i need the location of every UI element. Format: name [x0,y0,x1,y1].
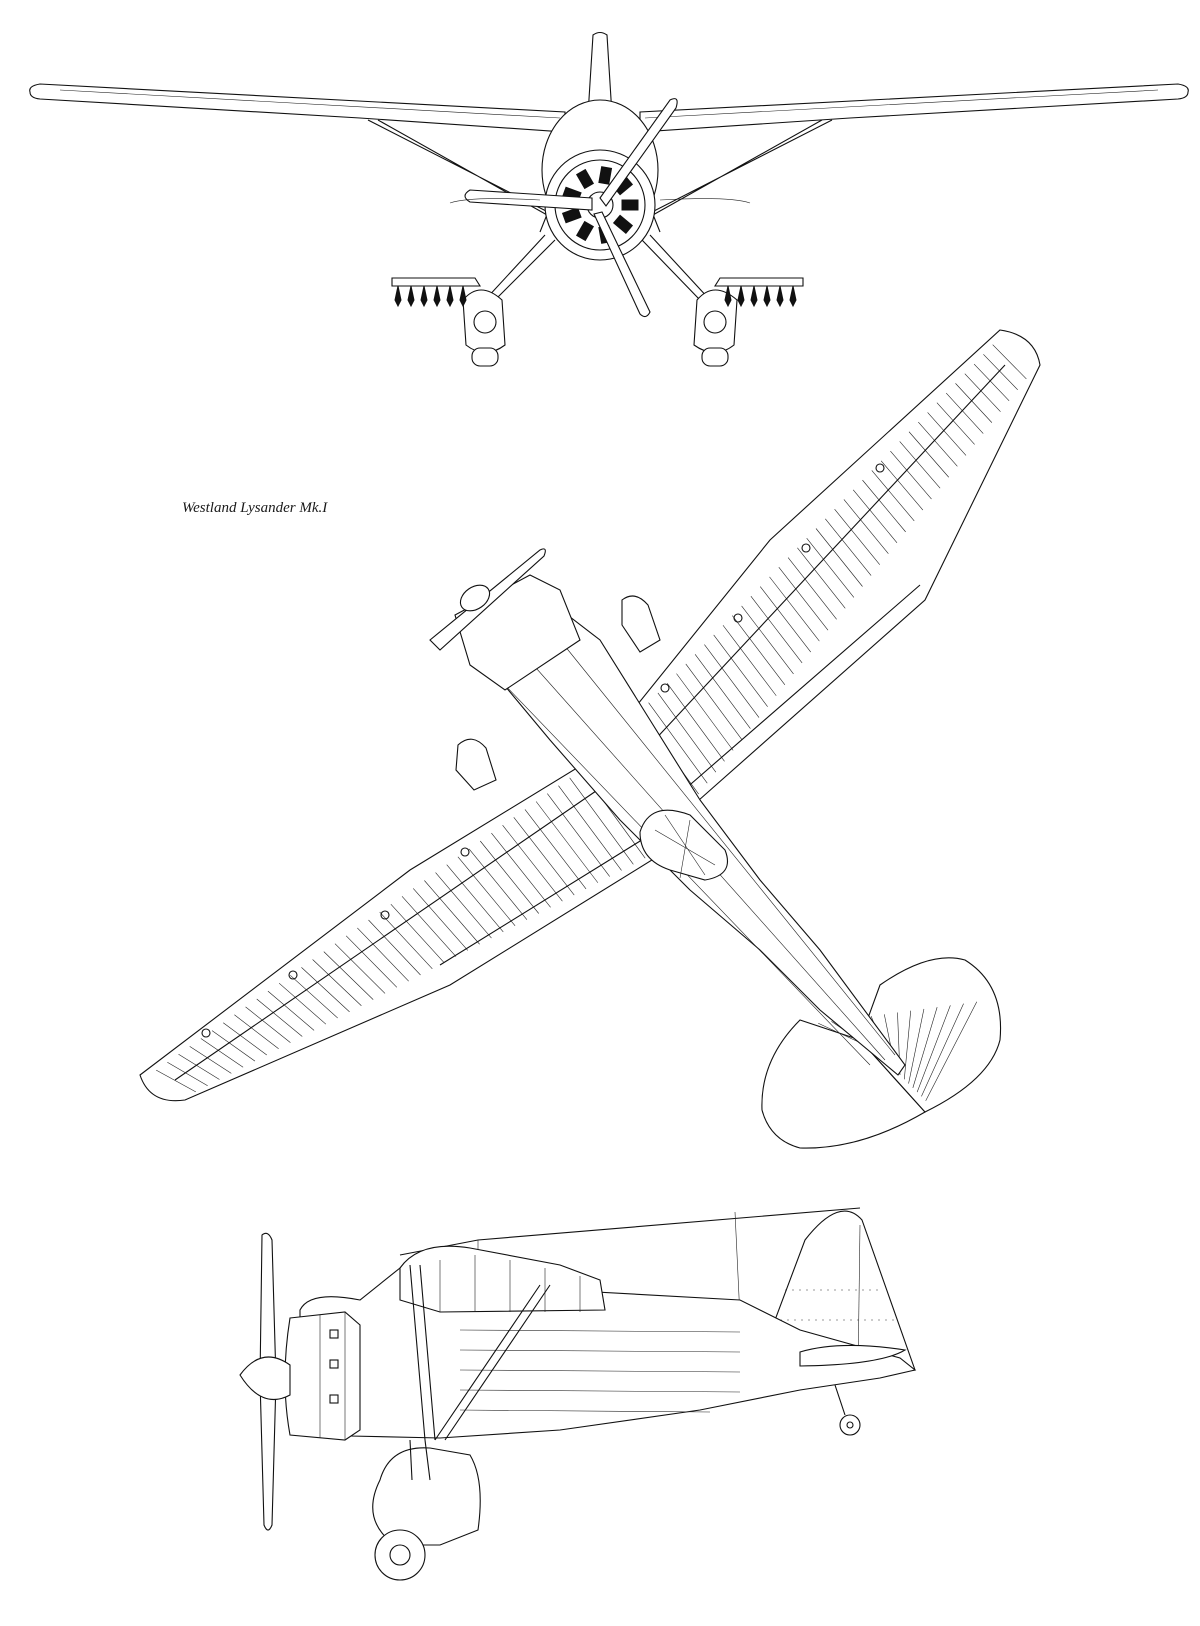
side-fuselage-stringers [459,1329,741,1413]
plan-upper-wing [624,329,1041,809]
bomb [420,285,428,308]
side-tailplane [799,1344,907,1367]
engine-cylinder [598,166,613,185]
side-main-gear-spat [372,1447,481,1546]
side-view [239,1207,917,1581]
side-engine-cowling [284,1311,361,1441]
front-right-wheel-spat [693,289,738,367]
plan-tailplane-lower [761,1019,926,1149]
front-left-wheel-spat [462,289,506,367]
plan-spinner [459,584,491,612]
side-tail-wheel [839,1414,861,1436]
plan-canopy [639,809,729,881]
front-right-wing [639,83,1189,133]
bomb [394,285,402,308]
side-spinner [239,1356,291,1400]
engine-cylinder [561,207,582,224]
bomb [789,285,797,308]
bomb [750,285,758,308]
plan-access-panels [201,463,885,1038]
front-left-wing [29,83,566,133]
side-exhausts [329,1329,339,1404]
front-left-struts [367,119,557,301]
plan-spat-a [621,595,661,653]
side-canopy [399,1245,606,1313]
upper-wing-ribs [639,344,1027,795]
side-wing-strut [409,1264,551,1441]
bomb [407,285,415,308]
side-main-wheel [374,1529,426,1581]
front-propeller-lower [593,211,651,318]
bomb [776,285,784,308]
front-left-bomb-carrier [391,277,481,308]
front-propeller-upper [599,98,678,207]
plan-lower-wing [139,759,661,1102]
front-right-bomb-carrier [714,277,804,308]
plan-tailplane-upper [859,957,1002,1113]
bomb [737,285,745,308]
bomb [446,285,454,308]
bomb [433,285,441,308]
front-view [29,31,1189,367]
bomb [459,285,467,308]
front-right-struts [641,119,833,301]
engine-cylinder [612,214,634,234]
plan-view [139,329,1041,1149]
bomb [724,285,732,308]
bomb [763,285,771,308]
engine-cylinder [575,168,595,190]
lower-wing-ribs [156,769,646,1093]
engine-cylinder [575,220,595,242]
front-propeller-left [464,189,593,211]
engine-cylinders [561,166,639,244]
plan-spat-b [455,738,497,791]
engine-cylinder [621,199,639,211]
drawing-caption: Westland Lysander Mk.I [182,500,328,516]
